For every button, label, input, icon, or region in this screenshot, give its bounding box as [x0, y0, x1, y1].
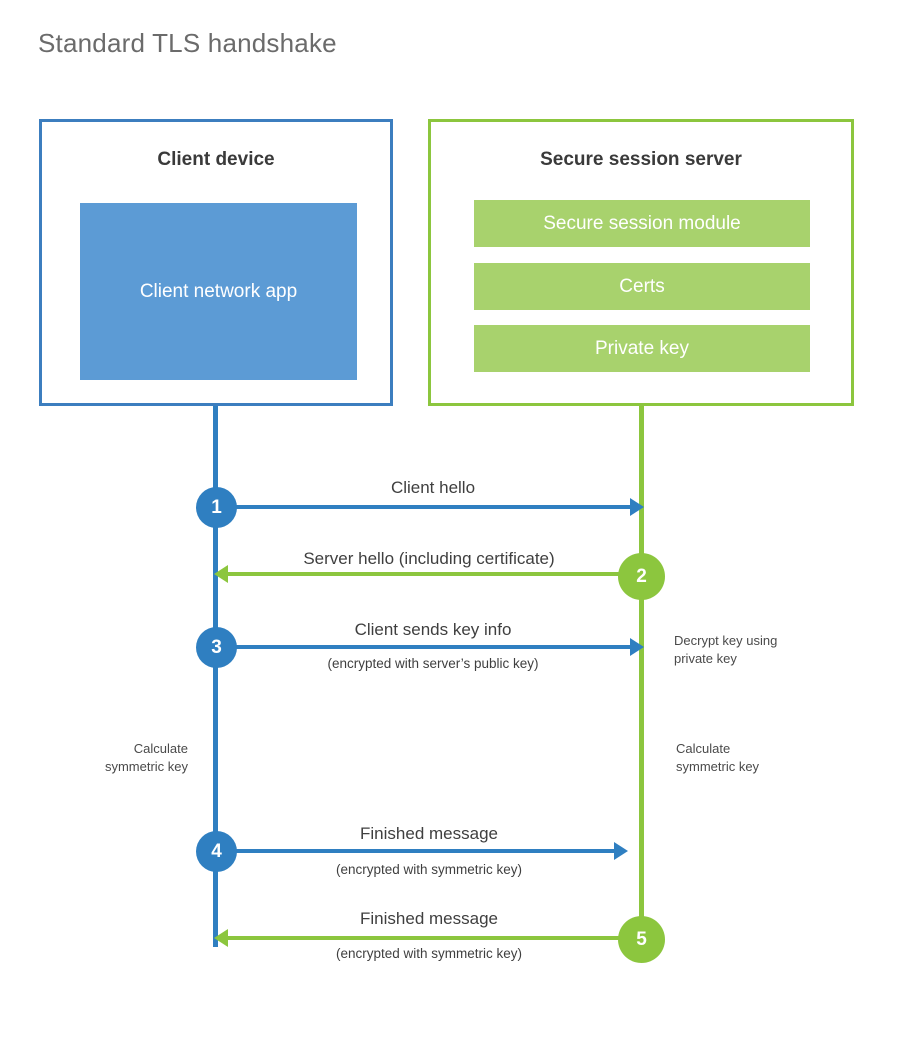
step-3-arrow-head-icon — [630, 638, 644, 656]
page-title: Standard TLS handshake — [38, 28, 337, 58]
step-4-circle[interactable]: 4 — [196, 831, 237, 872]
secure-session-server-box: Secure session server Secure session mod… — [428, 119, 854, 406]
step-4-arrow-line — [216, 849, 622, 853]
step-2-arrow-line — [228, 572, 638, 576]
step-2-arrow-head-icon — [214, 565, 228, 583]
client-device-box: Client device Client network app — [39, 119, 393, 406]
step-1-label: Client hello — [390, 478, 476, 497]
client-device-title: Client device — [157, 149, 275, 170]
step-5-label: Finished message — [360, 909, 498, 928]
step-3-sublabel: (encrypted with server’s public key) — [327, 656, 539, 671]
secure-session-server-title: Secure session server — [540, 149, 742, 170]
step-3-circle[interactable]: 3 — [196, 627, 237, 668]
step-5-sublabel: (encrypted with symmetric key) — [335, 946, 523, 961]
step-4-arrow-head-icon — [614, 842, 628, 860]
server-component-secure-session-module: Secure session module — [474, 200, 810, 247]
step-1-arrow-line — [216, 505, 638, 509]
step-2-label: Server hello (including certificate) — [303, 549, 555, 568]
client-lifeline — [213, 406, 218, 947]
step-5-arrow-line — [228, 936, 622, 940]
step-5-arrow-head-icon — [214, 929, 228, 947]
step-3-label: Client sends key info — [354, 620, 512, 639]
step-3-arrow-line — [216, 645, 638, 649]
server-component-certs: Certs — [474, 263, 810, 310]
step-4-sublabel: (encrypted with symmetric key) — [335, 862, 523, 877]
step-4-label: Finished message — [360, 824, 498, 843]
step-5-circle[interactable]: 5 — [618, 916, 665, 963]
client-network-app-block: Client network app — [80, 203, 357, 380]
server-component-private-key: Private key — [474, 325, 810, 372]
step-1-circle[interactable]: 1 — [196, 487, 237, 528]
server-lifeline — [639, 406, 644, 939]
step-2-circle[interactable]: 2 — [618, 553, 665, 600]
step-1-arrow-head-icon — [630, 498, 644, 516]
